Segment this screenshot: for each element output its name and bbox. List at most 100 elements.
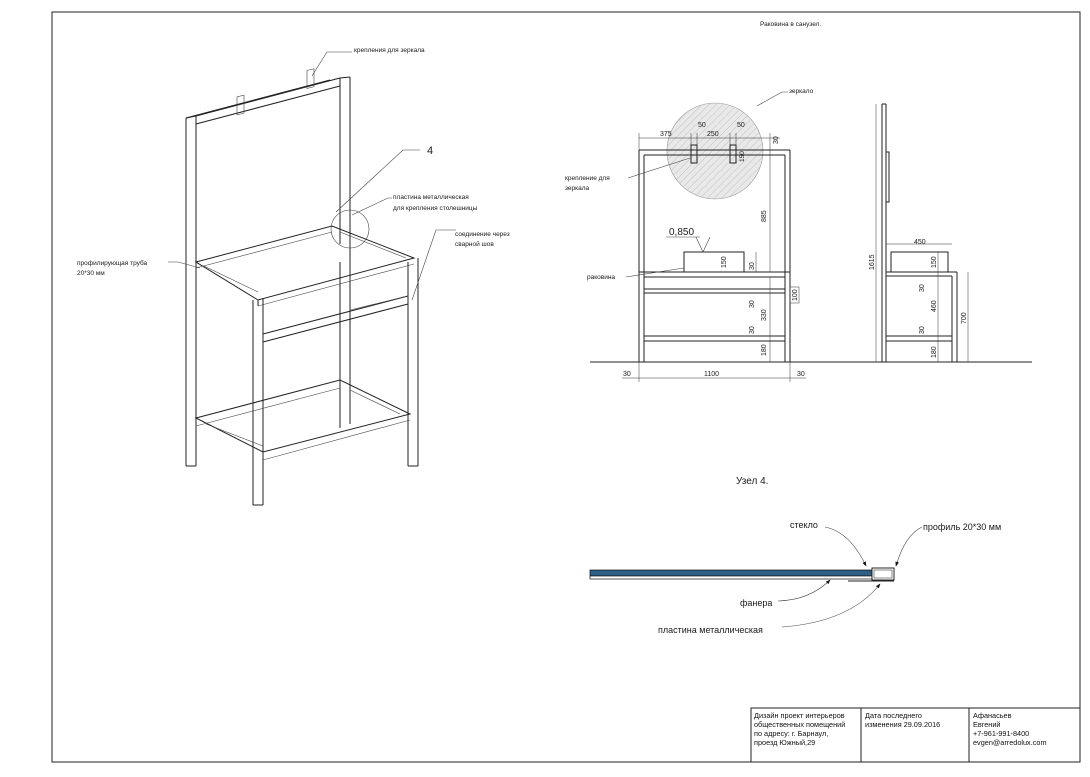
level-mark-triangle <box>695 236 711 253</box>
mount-leader <box>627 157 691 179</box>
front-sink <box>683 251 745 273</box>
dim-150-sink: 150 <box>721 256 728 268</box>
dim-50a: 50 <box>698 122 706 129</box>
profile-label: профиль 20*30 мм <box>923 522 1001 532</box>
mount-label-2: зеркала <box>565 185 590 192</box>
title-block-date: Дата последнего изменения 29.09.2016 <box>865 711 940 729</box>
side-dim-460: 460 <box>931 300 938 312</box>
iso-plate-label-1: пластина металлическая <box>393 194 469 201</box>
plywood-label: фанера <box>740 598 772 608</box>
sheet-title: Раковина в санузел. <box>760 21 821 28</box>
dim-30-right: 30 <box>797 371 805 378</box>
dim-100: 100 <box>792 289 799 301</box>
mirror-leader <box>756 91 788 107</box>
iso-top-rail <box>185 77 341 125</box>
profile-leader <box>895 526 923 567</box>
node-detail: Узел 4. стекло профиль 20*30 мм фанера п… <box>589 476 1001 635</box>
dim-30-top: 30 <box>773 136 780 144</box>
level-mark-value: 0,850 <box>669 227 694 238</box>
dim-180: 180 <box>761 344 768 356</box>
project-line-3: по адресу: г. Барнаул, <box>754 729 829 738</box>
iso-bottom-frame <box>194 379 412 461</box>
dim-30c: 30 <box>749 326 756 334</box>
dim-50b: 50 <box>737 122 745 129</box>
dim-100-box <box>789 286 800 304</box>
dim-30b: 30 <box>749 300 756 308</box>
iso-mirror-mount-left <box>236 94 245 116</box>
sink-leader <box>625 267 685 278</box>
mount-label-1: крепление для <box>565 175 610 182</box>
node-glass <box>589 569 873 577</box>
dim-375: 375 <box>660 131 672 138</box>
iso-weld-label-1: соединение через <box>455 231 510 238</box>
iso-weld-leader <box>411 229 456 301</box>
side-mirror-edge <box>885 151 890 203</box>
title-block-project: Дизайн проект интерьеров общественных по… <box>754 711 845 747</box>
dim-1100: 1100 <box>704 371 719 378</box>
node-plywood <box>589 575 873 580</box>
front-mount-left <box>690 144 698 164</box>
side-dim-30b: 30 <box>919 326 926 334</box>
iso-middle-rail <box>262 295 409 343</box>
iso-left-tall-post <box>185 115 197 467</box>
iso-plate-label-2: для крепления столешницы <box>393 205 478 212</box>
author-line-2: Евгений <box>973 720 1001 729</box>
iso-tube-label-2: 20*30 мм <box>77 270 105 277</box>
node-title: Узел 4. <box>736 476 768 487</box>
front-mirror <box>666 102 764 200</box>
iso-mirror-mount-right <box>306 68 315 89</box>
dim-30a: 30 <box>749 262 756 270</box>
dim-150-mount: 150 <box>739 151 746 162</box>
side-dim-450: 450 <box>914 239 926 246</box>
front-view: 0,850 375 50 250 50 30 150 885 30 150 10… <box>565 88 1032 382</box>
iso-mount-leader <box>311 51 352 77</box>
side-dim-1615: 1615 <box>869 254 876 270</box>
plate-leader <box>781 583 881 628</box>
iso-callout-leader <box>335 149 420 213</box>
glass-leader <box>824 526 867 567</box>
plywood-leader <box>777 579 831 602</box>
iso-tube-leader <box>168 261 201 269</box>
mirror-label: зеркало <box>789 88 814 95</box>
front-frame <box>638 149 791 362</box>
title-block-author: Афанасьев Евгений +7-961-991-8400 evgen@… <box>973 711 1047 747</box>
side-frame <box>881 103 958 362</box>
isometric-view: крепления для зеркала 4 пластина металли… <box>77 47 510 506</box>
iso-detail-circle <box>330 209 370 249</box>
project-line-4: проезд Южный,29 <box>754 738 816 747</box>
author-email: evgen@arredolux.com <box>973 738 1047 747</box>
dim-30-left: 30 <box>623 371 631 378</box>
iso-counter-frame <box>194 225 416 307</box>
iso-mount-label: крепления для зеркала <box>354 47 425 54</box>
project-line-2: общественных помещений <box>754 720 846 729</box>
dim-250: 250 <box>707 131 719 138</box>
iso-callout-number: 4 <box>427 145 433 157</box>
author-phone: +7-961-991-8400 <box>973 729 1030 738</box>
date-line-2: изменения 29.09.2016 <box>865 720 941 729</box>
node-profile-inner <box>873 569 893 579</box>
iso-tube-label-1: профилирующая труба <box>77 259 148 267</box>
dim-330: 330 <box>761 309 768 321</box>
project-line-1: Дизайн проект интерьеров <box>754 711 845 720</box>
side-view: 450 1615 150 30 460 700 30 180 <box>869 103 969 362</box>
plate-label: пластина металлическая <box>658 625 763 635</box>
dim-885: 885 <box>761 210 768 222</box>
side-dim-30a: 30 <box>919 284 926 292</box>
iso-plate-leader <box>351 197 392 216</box>
side-dim-700: 700 <box>961 312 968 324</box>
sheet-border <box>51 11 1081 763</box>
iso-right-tall-post <box>339 76 351 428</box>
title-block <box>750 707 1081 763</box>
author-line-1: Афанасьев <box>973 711 1012 720</box>
front-top-dims <box>638 133 780 155</box>
side-dim-180: 180 <box>931 346 938 358</box>
side-sink <box>890 251 949 273</box>
date-line-1: Дата последнего <box>865 711 922 720</box>
sink-label: раковина <box>587 274 615 281</box>
front-mount-right <box>729 144 737 164</box>
side-dim-150: 150 <box>931 256 938 268</box>
iso-weld-label-2: сварной шов <box>455 240 494 248</box>
glass-label: стекло <box>790 520 818 530</box>
